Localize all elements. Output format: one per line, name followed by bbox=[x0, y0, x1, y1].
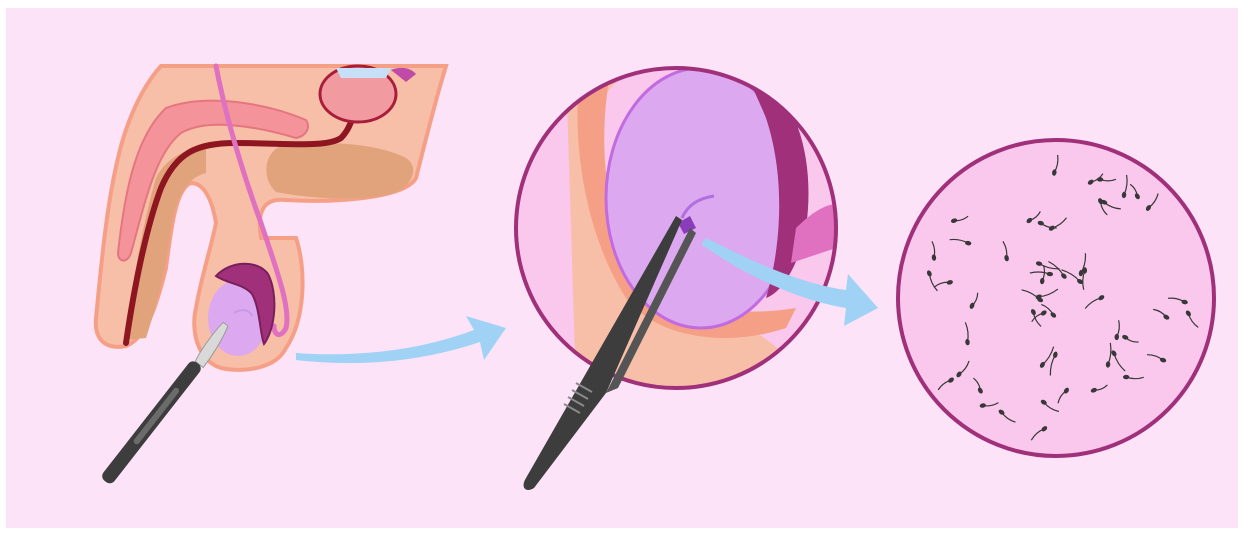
anatomy-panel bbox=[96, 66, 446, 486]
tese-procedure-illustration bbox=[6, 8, 1238, 528]
microscope-panel bbox=[898, 140, 1214, 456]
arrow-to-magnified-view bbox=[296, 316, 506, 363]
diagram-background bbox=[6, 8, 1238, 528]
microscope-field bbox=[898, 140, 1214, 456]
bladder-neck bbox=[336, 68, 391, 78]
